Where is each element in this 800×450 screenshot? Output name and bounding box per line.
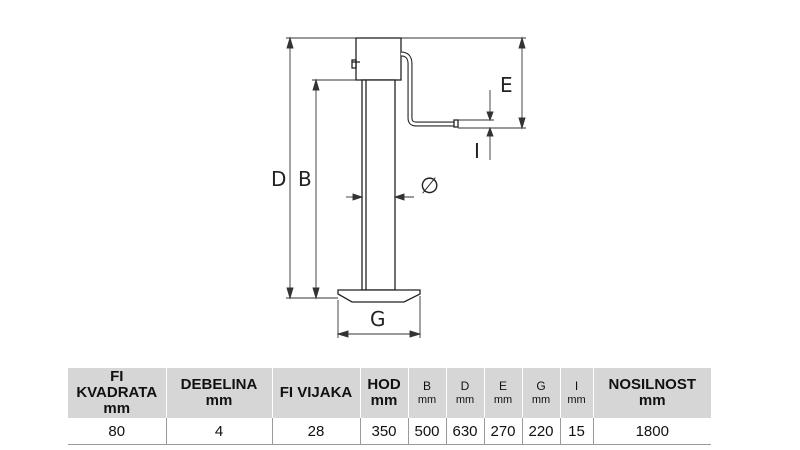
table-cell: 80 [68, 418, 166, 445]
table-cell: 270 [483, 418, 522, 445]
dimension-label-E: E [500, 73, 513, 97]
support-tube [361, 79, 396, 291]
table-cell: 630 [445, 418, 484, 445]
dimension-label-I: I [474, 139, 480, 163]
column-header-line: mm [493, 394, 513, 406]
foot-plate [337, 289, 421, 303]
column-header-line: mm [531, 394, 551, 406]
column-header-line: mm [455, 394, 475, 406]
column-header-line: HOD [367, 376, 401, 393]
column-header-line: B [422, 379, 431, 393]
column-header-line: NOSILNOST [608, 376, 696, 393]
dimension-label-diameter: ∅ [420, 174, 439, 199]
column-header-line: KVADRATA [76, 384, 158, 401]
column-header-line: FI VIJAKA [279, 384, 353, 401]
column-header-line: mm [205, 392, 233, 409]
table-cell: 28 [271, 418, 360, 445]
table-cell: 220 [521, 418, 560, 445]
column-header-line: mm [103, 400, 131, 417]
column-header-line: mm [567, 394, 586, 406]
column-header-line: D [460, 379, 470, 393]
column-header-line: mm [638, 392, 666, 409]
column-header-line: DEBELINA [180, 376, 258, 393]
column-header-line: mm [370, 392, 398, 409]
table-cell: 4 [165, 418, 272, 445]
column-header-line: FI [110, 368, 124, 385]
table-cell: 1800 [592, 418, 711, 445]
dimension-label-D: D [271, 167, 286, 191]
dimension-label-G: G [370, 307, 386, 331]
column-header-line: mm [417, 394, 437, 406]
column-header-line: I [574, 379, 579, 393]
column-header-line: E [498, 379, 507, 393]
crank-housing [355, 37, 402, 81]
table-cell: 15 [559, 418, 593, 445]
column-header: FI VIJAKA [271, 368, 360, 418]
table-cell: 500 [407, 418, 446, 445]
table-cell: 350 [359, 418, 408, 445]
jack-stand-technical-drawing: D B E I G ∅ [271, 36, 526, 338]
dimension-label-B: B [298, 167, 312, 191]
column-header-line: G [536, 379, 546, 393]
